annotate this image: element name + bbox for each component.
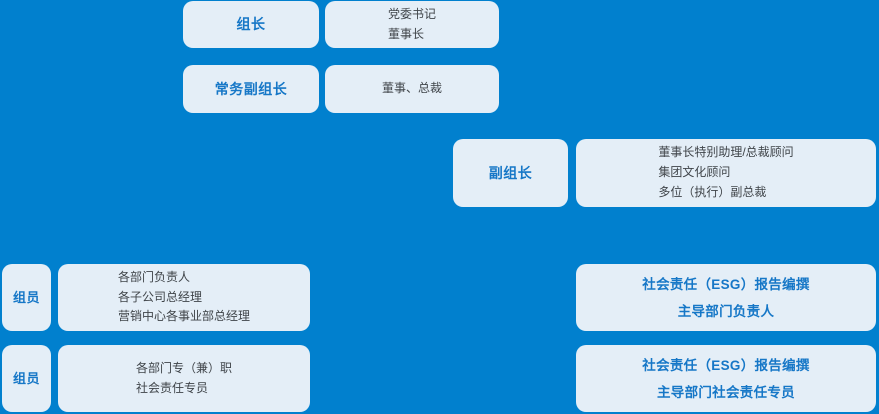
- esg-box-member-2: 社会责任（ESG）报告编撰 主导部门社会责任专员: [576, 345, 876, 412]
- detail-line: 董事、总裁: [381, 81, 442, 96]
- detail-line: 营销中心各事业部总经理: [117, 309, 250, 324]
- role-box-leader: 组长: [183, 1, 319, 48]
- detail-line: 集团文化顾问: [658, 165, 731, 180]
- role-label-member-2: 组员: [12, 370, 40, 386]
- detail-list-member-1: 各部门负责人 各子公司总经理 营销中心各事业部总经理: [118, 268, 250, 327]
- detail-line: 董事长特别助理/总裁顾问: [658, 145, 794, 160]
- role-label-deputy-executive: 常务副组长: [214, 80, 288, 97]
- detail-box-deputy-executive: 董事、总裁: [325, 65, 499, 113]
- detail-line: 多位（执行）副总裁: [658, 184, 767, 199]
- detail-line: 党委书记: [387, 6, 436, 21]
- detail-box-member-1: 各部门负责人 各子公司总经理 营销中心各事业部总经理: [58, 264, 310, 331]
- role-label-leader: 组长: [236, 16, 266, 32]
- esg-line: 社会责任（ESG）报告编撰: [642, 276, 810, 292]
- esg-list-member-2: 社会责任（ESG）报告编撰 主导部门社会责任专员: [642, 352, 809, 406]
- detail-list-deputy: 董事长特别助理/总裁顾问 集团文化顾问 多位（执行）副总裁: [658, 143, 793, 202]
- detail-box-member-2: 各部门专（兼）职 社会责任专员: [58, 345, 310, 412]
- detail-box-deputy: 董事长特别助理/总裁顾问 集团文化顾问 多位（执行）副总裁: [576, 139, 876, 207]
- esg-box-member-1: 社会责任（ESG）报告编撰 主导部门负责人: [576, 264, 876, 331]
- detail-list-leader: 党委书记 董事长: [388, 5, 436, 45]
- esg-line: 社会责任（ESG）报告编撰: [642, 357, 810, 373]
- esg-line: 主导部门负责人: [677, 303, 775, 319]
- detail-box-leader: 党委书记 董事长: [325, 1, 499, 48]
- detail-line: 各子公司总经理: [117, 289, 202, 304]
- role-label-member-1: 组员: [12, 289, 40, 305]
- detail-line: 董事长: [387, 26, 424, 41]
- role-box-member-1: 组员: [2, 264, 51, 331]
- detail-line: 社会责任专员: [135, 380, 208, 395]
- esg-list-member-1: 社会责任（ESG）报告编撰 主导部门负责人: [642, 271, 809, 325]
- role-box-deputy: 副组长: [453, 139, 568, 207]
- role-box-member-2: 组员: [2, 345, 51, 412]
- esg-line: 主导部门社会责任专员: [656, 384, 795, 400]
- detail-line: 各部门专（兼）职: [135, 360, 232, 375]
- detail-list-member-2: 各部门专（兼）职 社会责任专员: [136, 359, 232, 399]
- detail-line: 各部门负责人: [117, 269, 190, 284]
- detail-list-deputy-executive: 董事、总裁: [382, 79, 442, 99]
- role-label-deputy: 副组长: [488, 164, 533, 181]
- role-box-deputy-executive: 常务副组长: [183, 65, 319, 113]
